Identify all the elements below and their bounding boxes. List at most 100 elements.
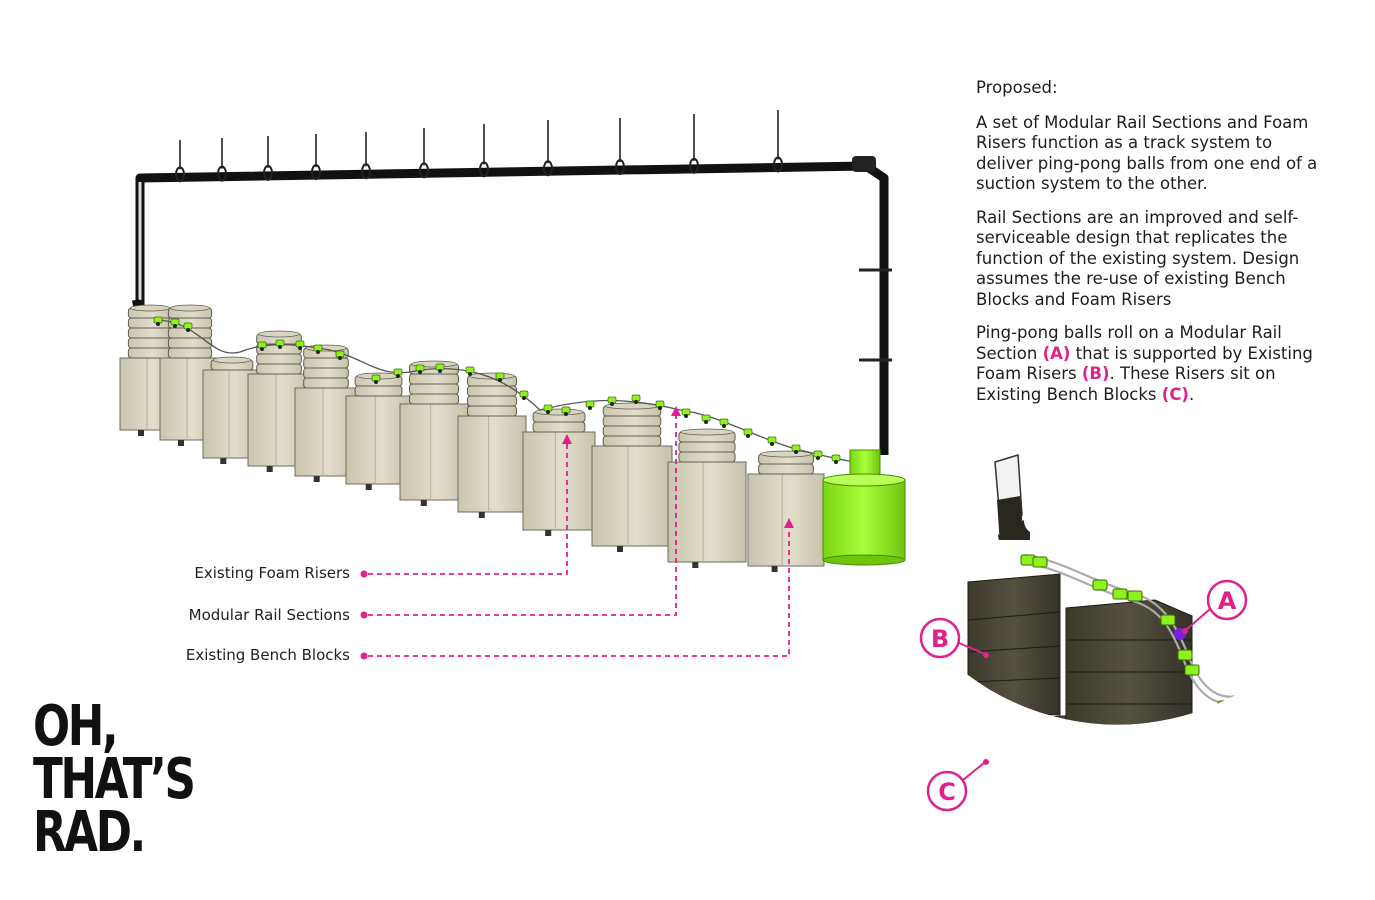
marker-b-label: B — [931, 625, 949, 653]
rail-clip-knob — [794, 450, 798, 454]
brand-logo: OH, THAT’S RAD. — [33, 694, 196, 865]
p3-ref-a: (A) — [1042, 343, 1071, 363]
panel-heading: Proposed: — [976, 78, 1058, 97]
hanger-ring — [615, 159, 625, 176]
detail-clip — [1217, 700, 1233, 712]
marker-a-dot — [1182, 628, 1188, 634]
rail-clip-knob — [684, 414, 688, 418]
rail-clip-knob — [438, 369, 442, 373]
detail-clip — [1184, 664, 1200, 676]
callout-rail-sections: Modular Rail Sections — [188, 606, 350, 624]
rail-clip-knob — [722, 424, 726, 428]
hanger-ring — [263, 164, 273, 181]
rail-clip-knob — [634, 400, 638, 404]
pipe-hangers — [175, 110, 783, 183]
rail-clip-knob — [186, 328, 190, 332]
detail-markers — [919, 579, 1248, 812]
collector-canister — [822, 449, 906, 566]
hanger-ring — [361, 163, 371, 180]
marker-a-ring — [1206, 579, 1248, 621]
bench-block-unit — [747, 450, 825, 572]
panel-paragraph-1: A set of Modular Rail Sections and Foam … — [976, 112, 1318, 194]
modular-rail-track — [154, 319, 856, 463]
callout-bench-blocks: Existing Bench Blocks — [185, 646, 350, 664]
detail-clip — [1160, 614, 1176, 626]
detail-clip — [1230, 702, 1246, 714]
detail-clip — [1177, 649, 1193, 661]
rail-clip-knob — [770, 442, 774, 446]
rail-clip-knob — [374, 380, 378, 384]
rail-clip-knob — [173, 324, 177, 328]
hanger-ring — [217, 165, 227, 182]
logo-line-1: OH, — [33, 694, 119, 759]
rail-clip-knob — [816, 456, 820, 460]
detail-view: A B C — [919, 454, 1305, 812]
rail-clip-knob — [260, 347, 264, 351]
rail-clips — [153, 316, 841, 464]
logo-line-2: THAT’S — [33, 747, 196, 812]
bench-blocks — [119, 304, 825, 572]
rail-clip-knob — [316, 350, 320, 354]
bench-block-unit — [591, 402, 673, 552]
bench-block-unit — [522, 408, 596, 536]
rail-clip-knob — [658, 406, 662, 410]
detail-clip — [1267, 678, 1283, 690]
marker-c-dot — [983, 759, 989, 765]
description-panel: Proposed: A set of Modular Rail Sections… — [976, 78, 1321, 418]
rail-clip-knob — [338, 356, 342, 360]
marker-c-label: C — [938, 778, 956, 806]
hanger-ring — [773, 156, 783, 173]
bench-arrowhead — [784, 518, 794, 528]
foam-riser-leader — [368, 440, 568, 575]
rail-clip-knob — [278, 345, 282, 349]
marker-b-dot — [983, 652, 989, 658]
p3-ref-c: (C) — [1161, 384, 1189, 404]
rail-arrowhead — [671, 406, 681, 416]
hanger-ring — [175, 166, 185, 183]
p3-text-3: . These Risers sit on Existing Bench Blo… — [976, 364, 1276, 404]
detail-clip — [1282, 668, 1298, 680]
bench-leader-dot — [360, 652, 368, 660]
rail-clip-knob — [418, 370, 422, 374]
rail-clip-knob — [522, 396, 526, 400]
hanger-ring — [311, 164, 321, 181]
rail-clip-knob — [588, 406, 592, 410]
p3-text-4: . — [1188, 384, 1195, 404]
hanger-ring — [419, 162, 429, 179]
rail-clip-knob — [704, 420, 708, 424]
hanger-ring — [689, 157, 699, 174]
foam-arrowhead — [562, 434, 572, 444]
hanger-ring — [543, 160, 553, 177]
rail-leader-dot — [360, 611, 368, 619]
detail-clip — [1032, 556, 1048, 568]
rail-clip-knob — [298, 346, 302, 350]
callout-foam-risers: Existing Foam Risers — [194, 564, 350, 582]
p3-ref-b: (B) — [1081, 364, 1110, 383]
callout-connectors — [368, 412, 790, 657]
detail-clip — [1127, 590, 1143, 602]
detail-clip — [1112, 588, 1128, 600]
panel-paragraph-2: Rail Sections are an improved and self-s… — [976, 207, 1300, 309]
rail-section-leader — [368, 412, 677, 616]
rail-clip-knob — [396, 374, 400, 378]
rail-clip-knob — [746, 434, 750, 438]
logo-line-3: RAD. — [33, 800, 146, 865]
foam-leader-dot — [360, 570, 368, 578]
p3-text-1: Ping-pong balls roll on a Modular Rail S… — [976, 323, 1282, 363]
rail-clip-knob — [834, 460, 838, 464]
bench-block-unit — [667, 428, 747, 568]
detail-clip — [1092, 579, 1108, 591]
hanger-ring — [479, 161, 489, 178]
rail-clip-knob — [564, 412, 568, 416]
rail-clip-knob — [156, 322, 160, 326]
rail-clip-knob — [498, 378, 502, 382]
panel-paragraph-3: Ping-pong balls roll on a Modular Rail S… — [976, 323, 1321, 405]
marker-c-ring — [926, 770, 968, 812]
rail-clip-knob — [468, 372, 472, 376]
rail-clip-knob — [546, 410, 550, 414]
bench-block-leader — [368, 524, 790, 657]
bench-block-unit — [457, 372, 527, 518]
rail-clip-knob — [610, 402, 614, 406]
p3-text-2: that is supported by Existing Foam Riser… — [976, 343, 1313, 384]
